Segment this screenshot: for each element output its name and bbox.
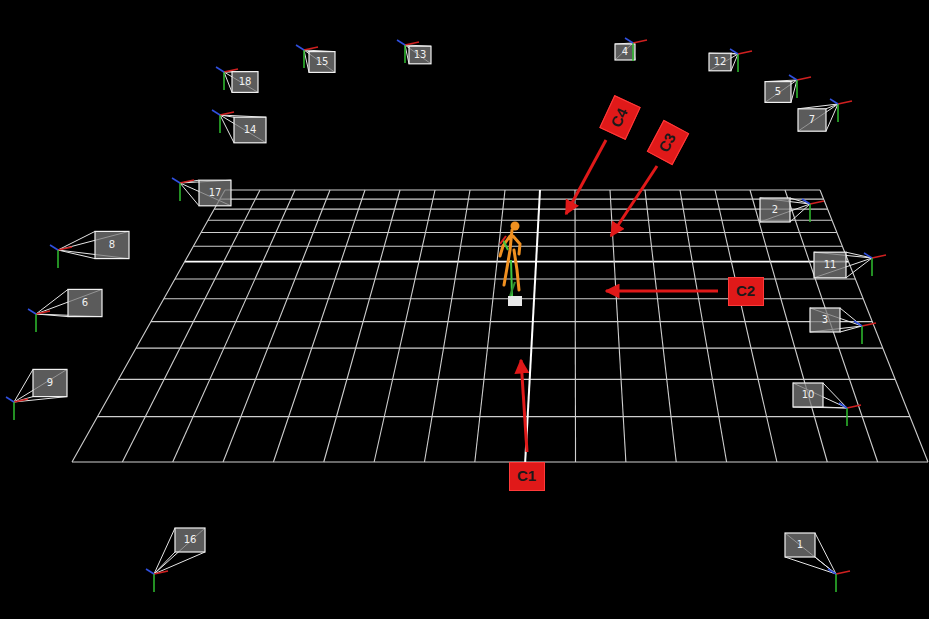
grid-line xyxy=(525,190,540,462)
callout-label: C2 xyxy=(736,283,756,300)
axis-green xyxy=(503,240,512,296)
camera-number: 17 xyxy=(209,188,222,198)
camera-symbol xyxy=(814,252,886,278)
grid-line xyxy=(208,220,832,221)
body-skeleton xyxy=(500,230,520,290)
camera-symbol xyxy=(6,369,67,420)
camera-symbol xyxy=(172,178,231,206)
camera-number: 9 xyxy=(47,378,53,388)
camera-symbol xyxy=(785,533,850,592)
leader-arrow xyxy=(566,140,606,214)
camera-number: 16 xyxy=(184,535,197,545)
camera-symbol xyxy=(212,110,266,143)
leader-arrow xyxy=(611,166,657,236)
camera-number: 4 xyxy=(622,47,628,57)
callout-box: C4 xyxy=(599,95,640,140)
camera-number: 2 xyxy=(772,205,778,215)
grid-line xyxy=(574,190,576,462)
subject-figure xyxy=(500,222,522,307)
camera-symbol xyxy=(798,99,852,131)
grid-line xyxy=(715,190,777,462)
camera-symbol xyxy=(765,75,811,102)
camera-number: 11 xyxy=(824,260,837,270)
grid-line xyxy=(201,232,837,233)
leader-arrows xyxy=(521,140,718,452)
camera-symbol xyxy=(28,289,102,332)
axis-green xyxy=(510,282,515,296)
grid-line xyxy=(223,190,330,462)
camera-number: 3 xyxy=(822,315,828,325)
grid-line xyxy=(98,416,911,417)
camera-number: 8 xyxy=(109,240,115,250)
callout-label: C3 xyxy=(656,129,680,154)
grid-line xyxy=(136,348,883,349)
grid-line xyxy=(785,190,878,462)
camera-symbol xyxy=(216,67,258,92)
callout-box: C3 xyxy=(647,119,690,164)
camera-number: 12 xyxy=(714,57,727,67)
camera-number: 18 xyxy=(239,77,252,87)
camera-symbol xyxy=(709,49,752,72)
grid-line xyxy=(424,190,470,462)
grid-line xyxy=(225,189,820,190)
floor-grid xyxy=(72,190,928,462)
camera-symbols xyxy=(6,38,886,592)
grid-line xyxy=(193,246,842,247)
camera-symbol xyxy=(50,231,129,268)
floor-marker xyxy=(508,296,522,306)
grid-line xyxy=(72,190,225,462)
callout-box: C2 xyxy=(728,277,764,306)
camera-number: 7 xyxy=(809,115,815,125)
camera-number: 14 xyxy=(244,125,257,135)
camera-symbol xyxy=(397,40,431,64)
leader-arrow xyxy=(521,360,527,452)
camera-symbol xyxy=(615,38,647,61)
camera-symbol xyxy=(793,383,861,426)
camera-number: 10 xyxy=(802,390,815,400)
callout-label: C1 xyxy=(517,468,537,485)
grid-line xyxy=(610,190,626,462)
camera-number: 13 xyxy=(414,50,427,60)
camera-symbol xyxy=(760,198,824,222)
head xyxy=(511,222,520,231)
callout-box: C1 xyxy=(509,462,545,491)
callout-label: C4 xyxy=(608,104,631,129)
axis-red xyxy=(500,236,506,244)
camera-number: 15 xyxy=(316,57,329,67)
grid-line xyxy=(214,209,827,210)
grid-line xyxy=(374,190,435,462)
grid-line xyxy=(680,190,727,462)
grid-line xyxy=(273,190,365,462)
grid-line xyxy=(475,190,505,462)
grid-line xyxy=(324,190,400,462)
camera-symbol xyxy=(146,528,205,592)
grid-line xyxy=(151,321,872,322)
grid-line xyxy=(220,199,824,200)
camera-number: 6 xyxy=(82,298,88,308)
grid-line xyxy=(645,190,676,462)
grid-line xyxy=(118,379,895,380)
camera-symbol xyxy=(296,45,335,72)
camera-number: 5 xyxy=(775,87,781,97)
camera-symbol xyxy=(810,308,876,344)
grid-line xyxy=(72,461,928,462)
leader-arrow xyxy=(606,290,718,293)
camera-number: 1 xyxy=(797,540,803,550)
